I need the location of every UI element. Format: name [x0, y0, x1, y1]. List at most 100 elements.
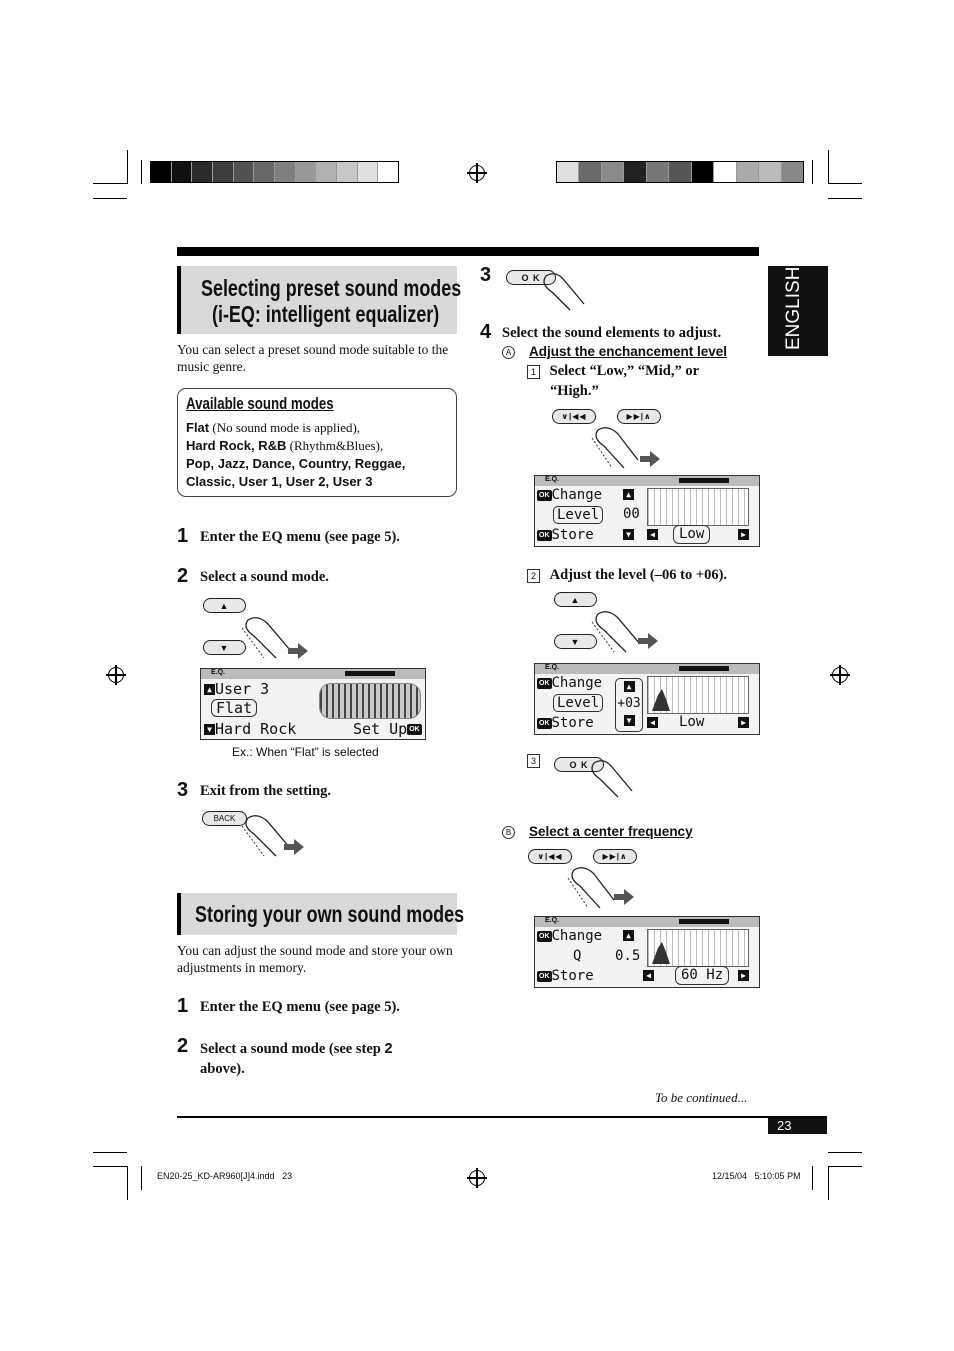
crop-mark [812, 1166, 813, 1190]
color-bar-right [556, 161, 804, 183]
continued-note: To be continued... [655, 1090, 748, 1105]
page-number-tab: 23 [768, 1118, 827, 1134]
up-button[interactable]: ▲ [203, 598, 246, 613]
step-number: 3 [480, 264, 492, 286]
display-value: 0.5 [615, 948, 641, 964]
mode-flat-note: (No sound mode is applied) [212, 420, 357, 435]
crop-mark [828, 1152, 862, 1153]
next-track-icon: ▶▶|∧ [626, 412, 652, 421]
step-text: Select a sound mode. [200, 569, 329, 585]
back-button[interactable]: BACK [202, 811, 247, 826]
display-row: Flat [211, 699, 258, 717]
up-arrow-icon: ▲ [219, 600, 230, 611]
display-caption: Ex.: When “Flat” is selected [232, 745, 379, 759]
language-tab-label: ENGLISH [783, 266, 804, 350]
down-button[interactable]: ▼ [554, 634, 597, 649]
top-rule [177, 247, 759, 256]
step-number: 1 [177, 995, 189, 1017]
up-arrow-icon: ▲ [204, 684, 215, 695]
display-row: ▶ [738, 968, 749, 982]
print-date-info: 12/15/04 5:10:05 PM [712, 1171, 801, 1181]
step-text-part: Select a sound mode (see step [200, 1041, 381, 1057]
substep-a3: 3 [527, 752, 540, 770]
section-title-box: Storing your own sound modes [177, 893, 464, 935]
prev-track-icon: ∨|◀◀ [537, 852, 563, 861]
step-text-part: above). [200, 1061, 245, 1077]
prev-button[interactable]: ∨|◀◀ [528, 849, 572, 864]
ok-badge: OK [537, 677, 552, 689]
registration-mark [467, 1168, 487, 1188]
section-intro: You can adjust the sound mode and store … [177, 943, 453, 975]
display-row: Level [553, 506, 604, 524]
ok-badge: OK [407, 724, 422, 735]
display-eq-label: E.Q. [545, 917, 560, 924]
eq-peak-icon [652, 689, 670, 711]
eq-peak-icon [652, 942, 670, 964]
next-track-icon: ▶▶|∧ [602, 852, 628, 861]
finger-press-icon [241, 617, 308, 659]
up-arrow-icon: ▲ [623, 681, 635, 692]
substep-a-title: Adjust the enchancement level [529, 344, 728, 359]
display-hardrock: Hard Rock [215, 720, 297, 738]
prev-icon: ◀ [647, 717, 658, 728]
display-band: 60 Hz [675, 966, 730, 985]
display-row: ◀ [647, 527, 658, 541]
crop-mark [127, 1166, 128, 1200]
display-row: ▲ [623, 928, 634, 942]
next-button[interactable]: ▶▶|∧ [593, 849, 637, 864]
next-button[interactable]: ▶▶|∧ [617, 409, 661, 424]
up-button[interactable]: ▲ [554, 592, 597, 607]
substep-a2: 2 Adjust the level (–06 to +06). [527, 567, 727, 584]
substep-b-title: Select a center frequency [529, 824, 693, 839]
modes-line3: Pop, Jazz, Dance, Country, Reggae, [186, 456, 406, 471]
color-bar-left [150, 161, 399, 183]
step-ref-number: 2 [384, 1041, 393, 1057]
display-level: Q [573, 948, 582, 964]
substep-b: B Select a center frequency [502, 823, 693, 841]
display-row: Level [553, 694, 604, 712]
eq-graph [647, 929, 749, 967]
display-level: Level [557, 507, 600, 523]
crop-mark [93, 198, 127, 199]
next-icon: ▶ [738, 970, 749, 981]
modes-line4: Classic, User 1, User 2, User 3 [186, 474, 373, 489]
prev-button[interactable]: ∨|◀◀ [552, 409, 596, 424]
marker-3: 3 [527, 754, 540, 769]
section-title-box: Selecting preset sound modes (i-EQ: inte… [177, 266, 461, 334]
down-arrow-icon: ▼ [570, 636, 581, 647]
crop-mark [127, 150, 128, 184]
marker-b: B [502, 825, 515, 839]
ok-badge: OK [537, 529, 552, 541]
finger-press-icon [591, 427, 660, 469]
bottom-rule [177, 1116, 827, 1118]
step-number: 2 [177, 565, 189, 587]
display-store: Store [551, 527, 594, 543]
up-arrow-icon: ▲ [570, 594, 581, 605]
display-band: Low [679, 714, 705, 730]
next-icon: ▶ [738, 717, 749, 728]
mode-flat: Flat [186, 420, 210, 435]
crop-mark [828, 1166, 862, 1167]
display-band: Low [673, 525, 711, 544]
display-row: ◀ [643, 968, 654, 982]
crop-mark [93, 1166, 127, 1167]
step-text: Select a sound mode (see step 2 above). [200, 1039, 440, 1079]
marker-2: 2 [527, 568, 540, 583]
print-file-info: EN20-25_KD-AR960[J]4.indd 23 [157, 1171, 293, 1181]
substep-a: A Adjust the enchancement level [502, 343, 727, 361]
down-button[interactable]: ▼ [203, 640, 246, 655]
display-row: ▶ [738, 527, 749, 541]
step-text: Exit from the setting. [200, 783, 332, 799]
display-row: ▲User 3 [204, 680, 269, 698]
section-title: Storing your own sound modes [195, 901, 465, 927]
substep-text: Adjust the level (–06 to +06). [549, 567, 728, 583]
display-level: Level [557, 695, 600, 711]
finger-press-icon [241, 815, 304, 857]
crop-mark [93, 1152, 127, 1153]
eq-graph [647, 676, 749, 714]
mode-hardrock-note: (Rhythm&Blues) [289, 438, 380, 453]
